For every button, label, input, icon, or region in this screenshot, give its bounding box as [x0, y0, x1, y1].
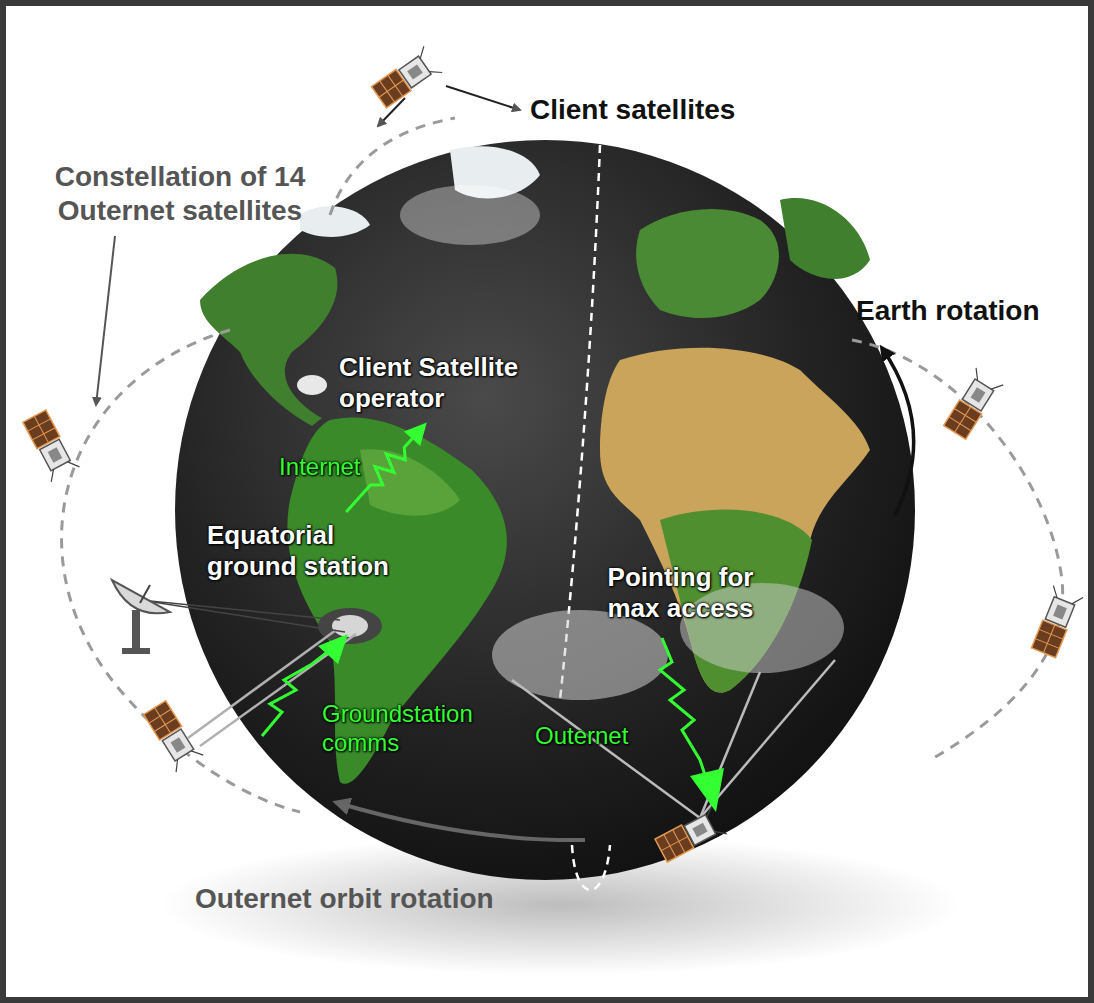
illustration-part	[200, 254, 337, 426]
satellites	[20, 46, 1083, 865]
illustration-part	[852, 340, 1063, 760]
illustration-part	[378, 98, 405, 126]
illustration-part	[20, 409, 79, 482]
constellation-label: Constellation of 14 Outernet satellites	[20, 160, 340, 227]
illustration-part	[338, 803, 585, 840]
groundstation-comms-label: Groundstation comms	[322, 700, 507, 758]
illustration-part	[636, 209, 779, 318]
node-text: Equatorial ground station	[207, 520, 415, 582]
illustration-part	[882, 348, 914, 515]
edge-label: Internet	[279, 453, 360, 482]
arrow-head	[404, 422, 427, 446]
illustration-part	[132, 610, 140, 650]
illustration-part	[370, 46, 442, 110]
orbit-rotation-label: Outernet orbit rotation	[195, 882, 565, 916]
glare	[400, 185, 540, 245]
outernet-link-label: Outernet	[535, 722, 665, 751]
node-text: Pointing for max access	[580, 562, 781, 624]
illustration-part	[780, 198, 870, 279]
illustration-part	[700, 660, 835, 818]
illustration-part	[188, 630, 336, 738]
illustration-part	[660, 638, 706, 778]
node-text: Client Satellite operator	[339, 352, 585, 414]
footprint-box: Pointing for max access	[578, 560, 783, 626]
illustration-part	[140, 600, 340, 620]
operator-site	[297, 375, 327, 395]
globe	[175, 140, 915, 880]
illustration-part	[360, 449, 460, 515]
illustration-part	[492, 610, 668, 700]
illustration-part	[122, 648, 150, 654]
illustration-part	[140, 600, 345, 632]
signal-arrows	[262, 634, 724, 812]
illustration-part	[330, 118, 455, 215]
operator-label-box: Client Satellite operator	[337, 350, 587, 416]
dish-antenna	[112, 580, 170, 654]
orbit-lines	[62, 118, 1063, 890]
illustration-part	[140, 585, 150, 603]
illustration-part	[300, 206, 370, 237]
client-satellites-label: Client satellites	[530, 93, 800, 127]
illustration-part	[318, 634, 348, 664]
illustration-part	[654, 806, 727, 865]
illustration-part	[96, 236, 115, 405]
illustration-part	[112, 580, 170, 613]
continents	[200, 146, 870, 784]
illustration-part	[1029, 586, 1083, 659]
frame	[3, 3, 1091, 1000]
ground-station-box: Equatorial ground station	[205, 518, 417, 584]
illustration-part	[262, 650, 330, 736]
illustration-part	[941, 368, 1003, 441]
earth-rotation-label: Earth rotation	[856, 294, 1088, 328]
illustration-part	[141, 699, 203, 772]
illustration-part	[446, 86, 520, 110]
illustration-part	[332, 615, 368, 637]
illustration-part	[572, 845, 610, 890]
illustration-part	[690, 768, 724, 812]
